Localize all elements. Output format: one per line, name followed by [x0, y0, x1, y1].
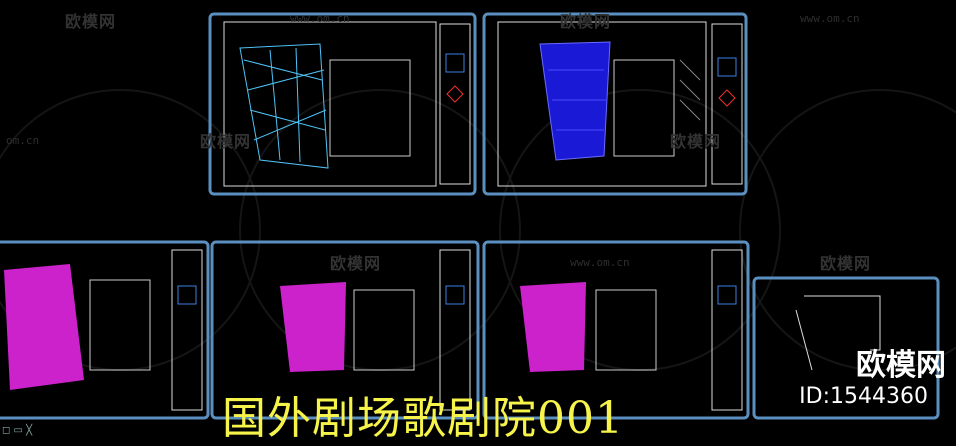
watermark-url: www.om.cn: [570, 256, 630, 269]
watermark: 欧模网: [670, 132, 722, 151]
watermark-url: www.om.cn: [290, 12, 350, 25]
model-id: ID:1544360: [799, 384, 928, 409]
watermark-url: www.om.cn: [800, 12, 860, 25]
watermark: 欧模网: [560, 12, 612, 31]
site-logo: 欧模网: [856, 348, 946, 383]
drawing-title: 国外剧场歌剧院001: [222, 393, 624, 444]
watermark-url: om.cn: [6, 134, 40, 147]
watermark: 欧模网: [65, 12, 117, 31]
watermark: 欧模网: [330, 254, 382, 273]
watermark: 欧模网: [200, 132, 252, 151]
watermark: 欧模网: [820, 254, 872, 273]
statusbar-icons[interactable]: ◻ ▭ ╳: [2, 425, 33, 436]
